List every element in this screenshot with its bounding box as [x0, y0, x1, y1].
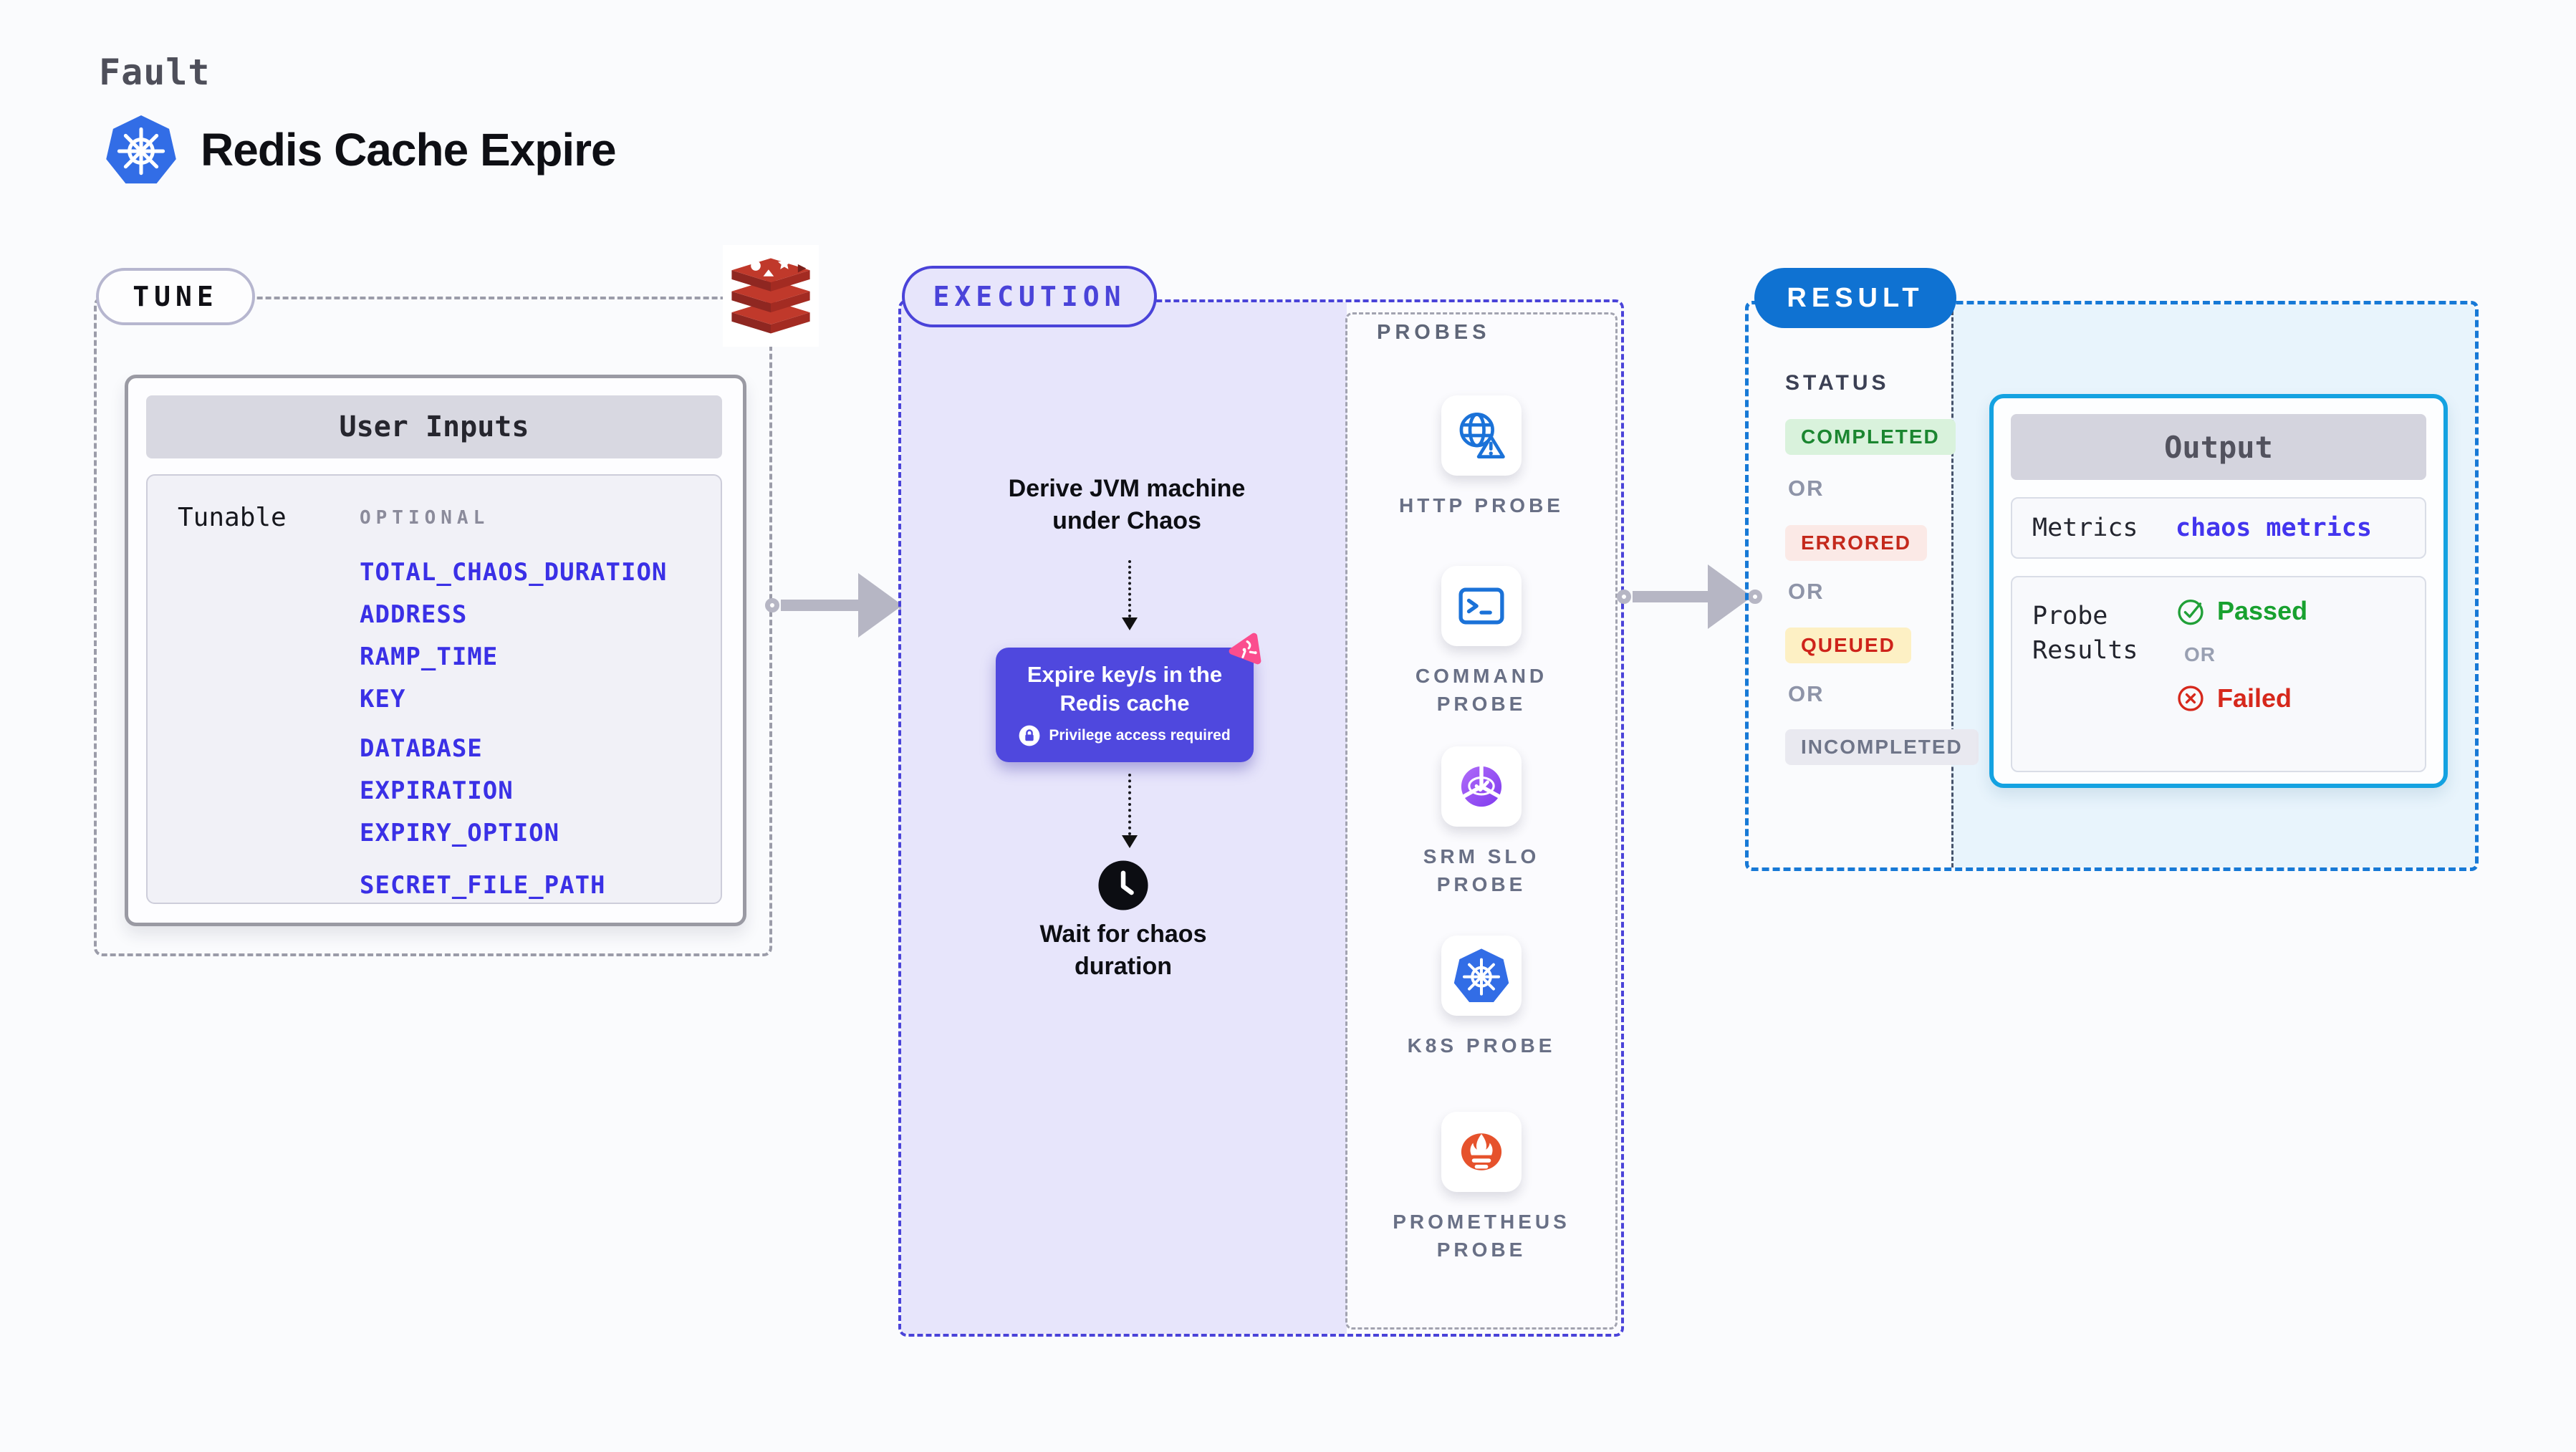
tune-badge: TUNE [96, 268, 255, 325]
result-panel [1745, 301, 2479, 871]
metrics-row: Metrics chaos metrics [2011, 497, 2426, 559]
or-text: OR [1788, 476, 1825, 501]
param-ramp-time: RAMP_TIME [360, 643, 499, 671]
execution-flow-area [901, 302, 1347, 1334]
status-badge-errored: ERRORED [1785, 525, 1928, 561]
srm-slo-probe-card [1441, 746, 1522, 827]
slo-donut-icon [1453, 759, 1509, 814]
prometheus-probe-label: PROMETHEUS PROBE [1393, 1211, 1570, 1261]
param-secret-file-path: SECRET_FILE_PATH [360, 871, 606, 900]
probes-label: PROBES [1377, 321, 1491, 344]
check-circle-icon [2176, 596, 2206, 626]
redis-icon [723, 245, 819, 347]
failed-text: Failed [2217, 683, 2292, 713]
or-text: OR [2184, 643, 2216, 665]
http-probe-card [1441, 395, 1522, 476]
chaos-action-title: Expire key/s in the Redis cache [1027, 662, 1223, 716]
user-inputs-title: User Inputs [146, 395, 722, 458]
user-inputs-card: User Inputs Tunable OPTIONAL TOTAL_CHAOS… [125, 375, 746, 926]
fault-eyebrow: Fault [99, 52, 211, 93]
optional-label: OPTIONAL [360, 507, 490, 529]
execution-badge: EXECUTION [902, 266, 1157, 327]
flow-connector [1128, 560, 1131, 617]
arrow-down-icon [1122, 617, 1138, 630]
param-address: ADDRESS [360, 600, 468, 629]
srm-slo-probe-label: SRM SLO PROBE [1423, 845, 1540, 895]
title-row: Redis Cache Expire [105, 113, 617, 186]
status-label: STATUS [1785, 371, 1890, 395]
derive-step-text: Derive JVM machine under Chaos [1008, 475, 1246, 534]
prometheus-icon [1453, 1124, 1509, 1180]
param-key: KEY [360, 685, 406, 713]
metrics-label: Metrics [2032, 514, 2138, 542]
probe-results-label: Probe Results [2032, 602, 2138, 665]
user-inputs-table: Tunable OPTIONAL TOTAL_CHAOS_DURATION AD… [146, 474, 722, 904]
tunable-label: Tunable [178, 503, 287, 532]
wait-step-text: Wait for chaos duration [1039, 920, 1207, 980]
output-title: Output [2011, 414, 2426, 480]
probe-results-row: Probe Results Passed OR [2011, 576, 2426, 772]
command-probe-label: COMMAND PROBE [1415, 665, 1548, 715]
terminal-icon [1454, 579, 1509, 633]
output-card: Output Metrics chaos metrics Probe Resul… [1989, 394, 2448, 788]
result-badge: RESULT [1754, 268, 1956, 328]
x-circle-icon [2176, 683, 2206, 713]
clock-icon [1097, 860, 1149, 911]
prometheus-probe-card [1441, 1112, 1522, 1192]
http-probe-label: HTTP PROBE [1399, 494, 1564, 516]
param-database: DATABASE [360, 734, 483, 763]
passed-line: Passed [2176, 596, 2307, 626]
param-list: TOTAL_CHAOS_DURATION ADDRESS RAMP_TIME K… [360, 552, 667, 907]
arrow-execution-to-result [1617, 564, 1762, 629]
k8s-probe-card [1441, 936, 1522, 1016]
command-probe-card [1441, 566, 1522, 646]
flow-connector [1128, 774, 1131, 835]
param-expiry-option: EXPIRY_OPTION [360, 819, 560, 847]
privilege-note-text: Privilege access required [1049, 727, 1231, 744]
param-total-chaos-duration: TOTAL_CHAOS_DURATION [360, 558, 668, 587]
chaos-action-box: Expire key/s in the Redis cache Privileg… [996, 648, 1254, 762]
or-text: OR [1788, 579, 1825, 604]
arrow-down-icon [1122, 835, 1138, 848]
probe-results-values: Passed OR Failed [2176, 596, 2307, 713]
globe-alert-icon [1453, 408, 1509, 463]
arrow-tune-to-execution [765, 573, 913, 638]
page-title: Redis Cache Expire [201, 124, 617, 176]
failed-line: Failed [2176, 683, 2307, 713]
chaos-pink-icon [1226, 630, 1264, 668]
probes-panel [1345, 312, 1618, 1330]
lock-icon [1019, 725, 1040, 746]
status-badge-incompleted: INCOMPLETED [1785, 729, 1979, 765]
kubernetes-icon [105, 113, 178, 186]
metrics-value: chaos metrics [2176, 514, 2372, 542]
kubernetes-icon [1453, 947, 1510, 1004]
or-text: OR [1788, 681, 1825, 706]
passed-text: Passed [2217, 596, 2308, 625]
status-badge-completed: COMPLETED [1785, 419, 1956, 455]
status-badge-queued: QUEUED [1785, 628, 1911, 663]
tune-panel [94, 297, 772, 956]
param-expiration: EXPIRATION [360, 777, 514, 805]
privilege-note: Privilege access required [1019, 725, 1231, 746]
k8s-probe-label: K8S PROBE [1407, 1034, 1556, 1057]
